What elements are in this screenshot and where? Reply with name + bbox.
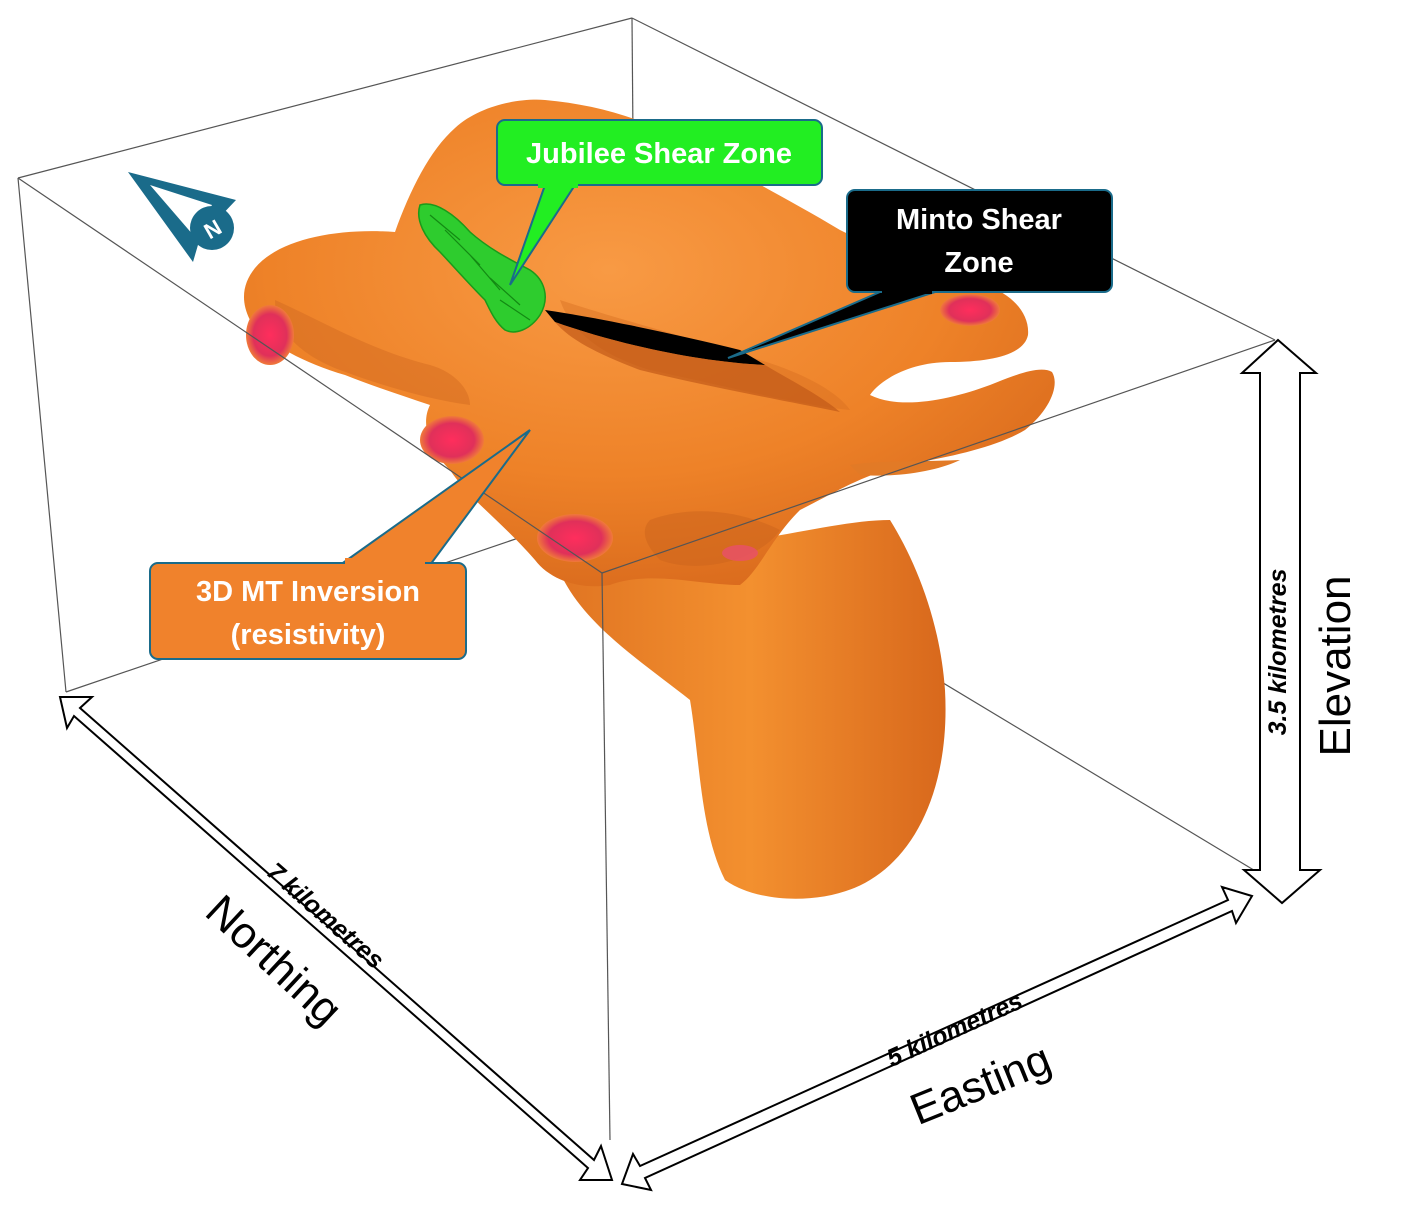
inversion-callout: 3D MT Inversion (resistivity) [149, 429, 531, 660]
minto-callout-line2: Zone [944, 247, 1013, 279]
inversion-callout-line1: 3D MT Inversion [196, 576, 420, 608]
conductor-south [537, 514, 613, 562]
conductor-west [246, 305, 294, 365]
minto-callout: Minto Shear Zone [727, 189, 1113, 359]
minto-callout-line1: Minto Shear [896, 204, 1062, 236]
jubilee-callout: Jubilee Shear Zone [496, 119, 823, 286]
inversion-callout-line2: (resistivity) [231, 619, 386, 651]
elevation-axis-label: Elevation [1311, 575, 1360, 756]
elevation-dimension-arrow: 3.5 kilometres [1239, 338, 1323, 905]
northing-dimension-arrow: 7 kilometres [58, 696, 614, 1181]
conductor-southwest [420, 416, 484, 464]
jubilee-callout-label: Jubilee Shear Zone [526, 138, 792, 170]
body-shadow-left [275, 300, 470, 405]
minto-shear-zone-shape [545, 310, 765, 365]
minto-shear-zone-face [555, 322, 840, 412]
conductor-east [940, 294, 1000, 326]
north-arrow-icon: N [128, 172, 236, 262]
jubilee-shear-zone-texture [429, 214, 531, 321]
conductor-keel [722, 545, 758, 561]
easting-dimension-arrow: 5 kilometres [620, 885, 1254, 1192]
elevation-length-label: 3.5 kilometres [1264, 569, 1292, 736]
bounding-box-front [17, 177, 1276, 1141]
body-keel [555, 520, 946, 899]
